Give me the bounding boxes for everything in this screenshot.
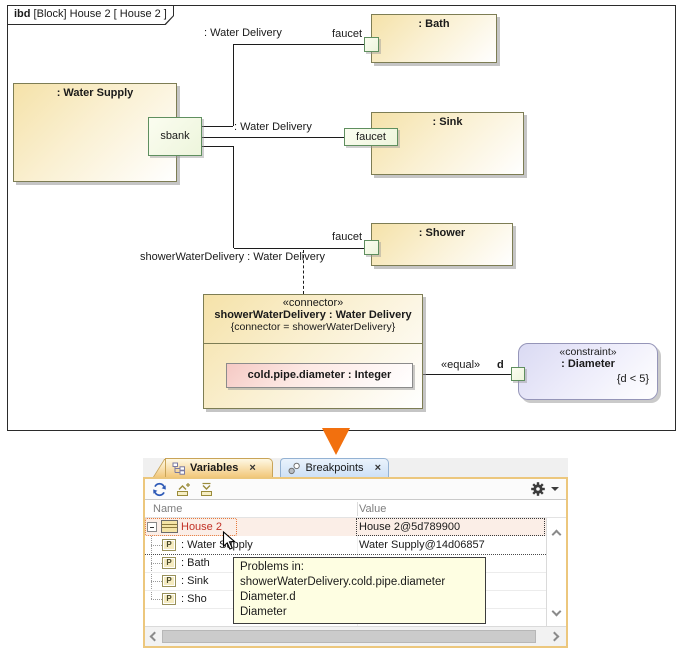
block-sink-label: : Sink	[432, 116, 463, 128]
connector-stereotype: «connector»	[282, 297, 344, 309]
row-house2-value[interactable]: House 2@5d789900	[359, 521, 461, 533]
equal-binding-line[interactable]	[412, 374, 511, 375]
label-water-delivery-bath: : Water Delivery	[204, 27, 282, 39]
tooltip-line-3: Diameter.d	[240, 591, 296, 603]
tab-breakpoints-close-icon[interactable]: ×	[374, 462, 381, 474]
connector-line-sink[interactable]	[202, 137, 344, 138]
breakpoints-icon	[288, 462, 300, 474]
constraint-expression: {d < 5}	[616, 373, 649, 385]
scroll-left-icon[interactable]	[149, 631, 160, 642]
column-divider[interactable]	[357, 502, 358, 516]
frame-title: [Block] House 2 [ House 2 ]	[30, 8, 167, 20]
scroll-down-icon[interactable]	[551, 606, 562, 617]
part-property-icon: P	[162, 539, 176, 551]
expand-toggle-icon[interactable]	[147, 522, 157, 532]
connector-line-bath-c[interactable]	[234, 44, 364, 45]
refresh-icon[interactable]	[152, 482, 167, 497]
table-header: Name Value	[145, 500, 566, 518]
connector-name: showerWaterDelivery : Water Delivery	[214, 309, 412, 321]
row-shower-name[interactable]: : Sho	[181, 593, 207, 605]
block-shower[interactable]: : Shower	[371, 223, 513, 266]
block-water-supply-label: : Water Supply	[56, 87, 134, 99]
block-instance-icon	[161, 520, 178, 533]
port-sbank-label: sbank	[160, 130, 190, 142]
scrollbar-thumb[interactable]	[162, 630, 536, 643]
tab-breakpoints-label: Breakpoints	[305, 462, 364, 474]
tooltip-line-2: showerWaterDelivery.cold.pipe.diameter	[240, 576, 446, 588]
port-sink-faucet-label: faucet	[356, 131, 386, 143]
gear-dropdown-caret-icon[interactable]	[551, 487, 559, 491]
connector-constraint: {connector = showerWaterDelivery}	[230, 321, 396, 333]
block-bath-label: : Bath	[418, 18, 450, 30]
connector-note-anchor-line	[303, 250, 304, 294]
label-port-d: d	[497, 359, 504, 371]
property-cold-pipe-diameter[interactable]: cold.pipe.diameter : Integer	[226, 363, 413, 388]
part-property-icon: P	[162, 593, 176, 605]
variables-tree-icon	[172, 462, 185, 475]
connector-line-shower-c[interactable]	[234, 248, 364, 249]
row-sink-name[interactable]: : Sink	[181, 575, 209, 587]
port-shower-faucet[interactable]	[364, 240, 379, 255]
column-header-name[interactable]: Name	[153, 503, 183, 515]
orange-down-arrow-icon	[322, 428, 350, 455]
port-sbank[interactable]: sbank	[148, 117, 202, 156]
connector-line-shower-a[interactable]	[202, 146, 233, 147]
port-sink-faucet[interactable]: faucet	[344, 128, 398, 146]
row-house2-name-cell[interactable]	[145, 518, 237, 536]
port-d[interactable]	[511, 367, 525, 381]
row-house2-name[interactable]: House 2	[181, 521, 222, 533]
property-label: cold.pipe.diameter : Integer	[247, 369, 392, 381]
row-house2-value-cell[interactable]	[356, 518, 545, 536]
mouse-cursor-icon	[222, 531, 236, 550]
expand-all-icon[interactable]	[175, 482, 191, 497]
label-bath-faucet: faucet	[332, 28, 362, 40]
frame-keyword: ibd	[14, 8, 31, 20]
tree-line	[151, 536, 152, 599]
tab-variables-close-icon[interactable]: ×	[249, 462, 256, 474]
tab-breakpoints[interactable]: Breakpoints ×	[280, 458, 389, 477]
block-shower-label: : Shower	[418, 227, 466, 239]
tooltip-line-4: Diameter	[240, 606, 287, 618]
constraint-name: : Diameter	[561, 358, 615, 370]
block-bath[interactable]: : Bath	[371, 14, 497, 63]
row-bath-name[interactable]: : Bath	[181, 557, 210, 569]
constraint-block-diameter[interactable]: «constraint» : Diameter {d < 5}	[518, 343, 658, 400]
row-water-supply-name[interactable]: : Water Supply	[181, 539, 253, 551]
connector-note-box[interactable]: «connector» showerWaterDelivery : Water …	[203, 294, 423, 409]
label-water-delivery-sink: : Water Delivery	[234, 121, 312, 133]
scroll-right-icon[interactable]	[549, 631, 560, 642]
panel-toolbar	[145, 479, 566, 500]
label-shower-faucet: faucet	[332, 231, 362, 243]
tab-variables-label: Variables	[190, 462, 239, 474]
label-shower-water-delivery: showerWaterDelivery : Water Delivery	[140, 251, 326, 263]
row-water-supply-value[interactable]: Water Supply@14d06857	[359, 539, 485, 551]
port-bath-faucet[interactable]	[364, 37, 379, 52]
tab-variables[interactable]: Variables ×	[165, 458, 273, 477]
table-row-house2[interactable]	[145, 518, 546, 536]
connector-line-bath-a[interactable]	[202, 126, 233, 127]
problems-tooltip: Problems in: showerWaterDelivery.cold.pi…	[233, 557, 486, 624]
constraint-stereotype: «constraint»	[559, 346, 617, 358]
tooltip-line-1: Problems in:	[240, 561, 304, 573]
horizontal-scrollbar[interactable]	[145, 626, 566, 646]
connector-line-bath-b[interactable]	[233, 44, 234, 126]
part-property-icon: P	[162, 557, 176, 569]
gear-icon[interactable]	[530, 481, 546, 497]
connector-line-shower-b[interactable]	[233, 146, 234, 248]
column-header-value[interactable]: Value	[359, 503, 387, 515]
scroll-up-icon[interactable]	[551, 529, 562, 540]
vertical-scrollbar[interactable]	[546, 518, 566, 626]
label-equal: «equal»	[441, 359, 481, 371]
part-property-icon: P	[162, 575, 176, 587]
collapse-all-icon[interactable]	[199, 482, 215, 497]
